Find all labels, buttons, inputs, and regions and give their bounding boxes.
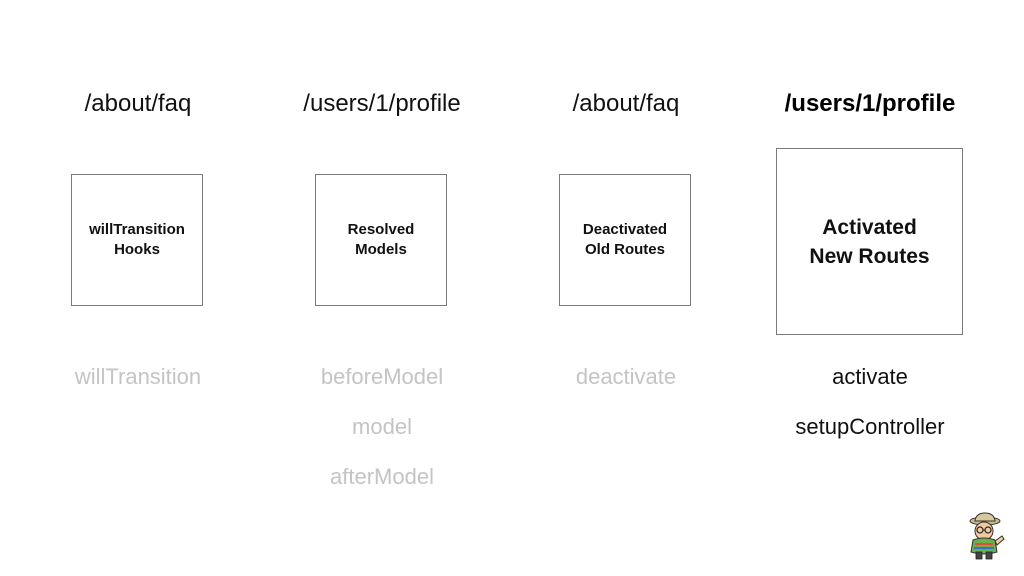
- hook-after-model: afterModel: [330, 464, 434, 489]
- route-label-active: /users/1/profile: [784, 90, 956, 117]
- route-label: /users/1/profile: [303, 90, 461, 117]
- stage-box: Deactivated Old Routes: [559, 174, 691, 306]
- route-label: /about/faq: [572, 90, 680, 117]
- stage-box-label: Activated New Routes: [809, 215, 930, 268]
- hook-setup-controller: setupController: [795, 414, 945, 439]
- hook-deactivate: deactivate: [575, 364, 677, 389]
- stage-box-label: Deactivated Old Routes: [582, 221, 668, 258]
- hook-list: beforeModel model afterModel: [272, 352, 492, 502]
- hook-before-model: beforeModel: [320, 364, 444, 389]
- stage-box-label: Resolved Models: [347, 221, 415, 258]
- hook-list: deactivate: [516, 352, 736, 402]
- stage-box: willTransition Hooks: [71, 174, 203, 306]
- stage-box-active: Activated New Routes: [776, 148, 963, 335]
- ember-tomster-icon: [969, 512, 1005, 560]
- stage-box: Resolved Models: [315, 174, 447, 306]
- route-label: /about/faq: [84, 90, 192, 117]
- stage-box-label: willTransition Hooks: [89, 221, 185, 258]
- hook-list-active: activate setupController: [760, 352, 980, 452]
- hook-list: willTransition: [28, 352, 248, 402]
- hook-will-transition: willTransition: [74, 364, 202, 389]
- hook-model: model: [352, 414, 412, 439]
- hook-activate: activate: [832, 364, 908, 389]
